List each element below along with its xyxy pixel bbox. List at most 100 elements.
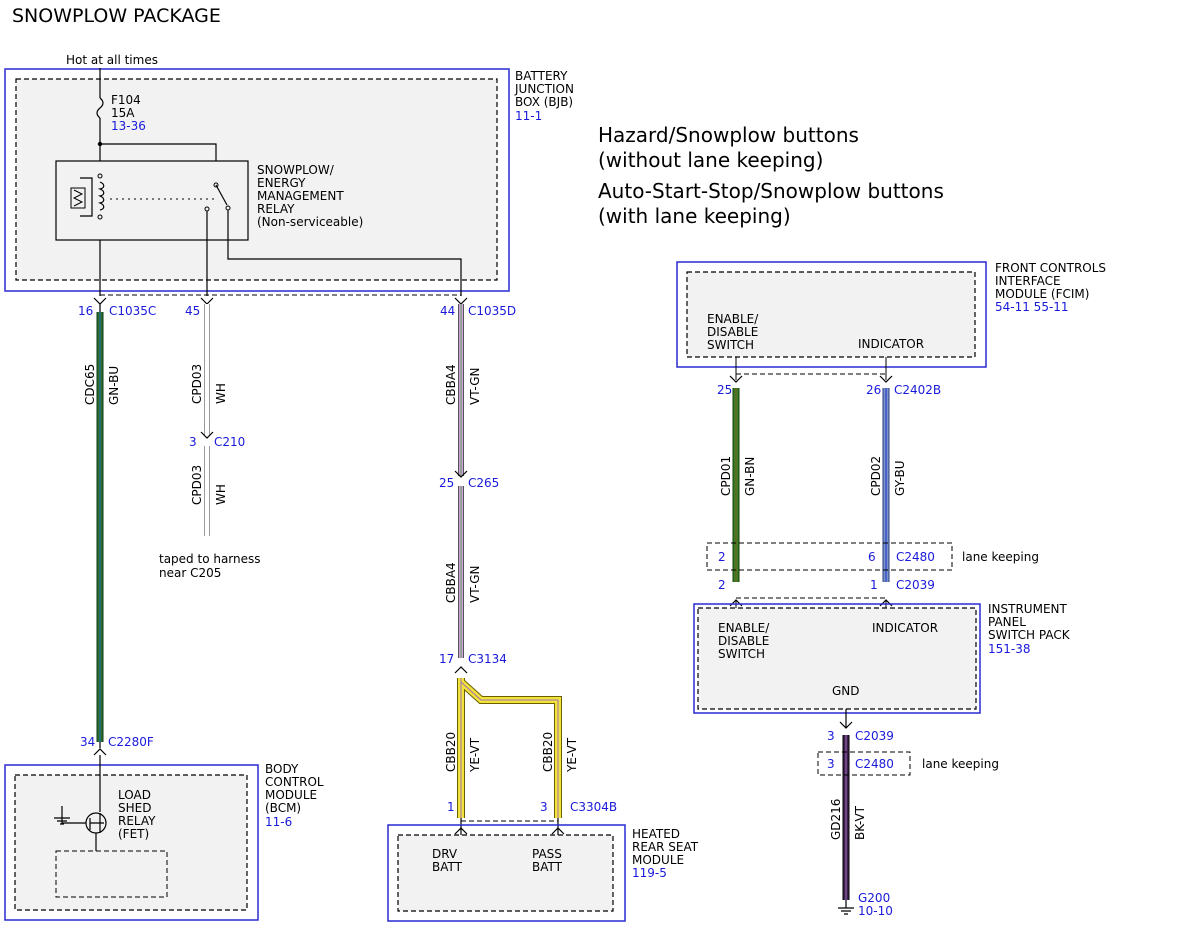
connector-c2039-link[interactable]: C2039 bbox=[896, 578, 935, 592]
relay-resistor-icon bbox=[70, 187, 86, 209]
hrsm-inner bbox=[397, 834, 614, 912]
wire-color: YE-VT bbox=[565, 737, 579, 773]
bcm-name-3: MODULE bbox=[265, 788, 317, 802]
connector-chevron bbox=[839, 721, 853, 729]
pin-number: 44 bbox=[440, 304, 455, 318]
connector-c1035d-link[interactable]: C1035D bbox=[468, 304, 516, 318]
connector-c3134-link[interactable]: C3134 bbox=[468, 652, 507, 666]
pin-number: 6 bbox=[868, 550, 876, 564]
bcm-relay-label-2: SHED bbox=[118, 801, 151, 815]
bcm-outline bbox=[4, 764, 259, 921]
hot-at-all-times-label: Hot at all times bbox=[66, 53, 158, 67]
connector-c2039-link[interactable]: C2039 bbox=[855, 729, 894, 743]
relay-switch-blade bbox=[215, 184, 228, 206]
diagram-title: SNOWPLOW PACKAGE bbox=[12, 5, 221, 27]
ipsp-name-2: PANEL bbox=[988, 615, 1026, 629]
ipsp-pin1-label-a: ENABLE/ bbox=[718, 621, 770, 635]
bjb-name-1: BATTERY bbox=[515, 69, 568, 83]
wire-circuit: CBB20 bbox=[444, 732, 458, 772]
connector-c210-link[interactable]: C210 bbox=[214, 435, 245, 449]
connector-c2280f-link[interactable]: C2280F bbox=[108, 735, 154, 749]
wire-cpd01: 25 CPD01 GN-BN 2 2 bbox=[717, 383, 757, 592]
relay-label-1: SNOWPLOW/ bbox=[257, 163, 335, 177]
hrsm-pin2-label-b: BATT bbox=[532, 860, 563, 874]
ground-icon bbox=[838, 907, 854, 915]
ipsp-name-1: INSTRUMENT bbox=[988, 602, 1067, 616]
connector-c1035c-link[interactable]: C1035C bbox=[109, 304, 156, 318]
front-controls-interface-module: ENABLE/ DISABLE SWITCH INDICATOR FRONT C… bbox=[676, 261, 1106, 368]
wire-cbb20-stripe bbox=[460, 678, 559, 818]
bjb-name-2: JUNCTION bbox=[514, 82, 574, 96]
resistor-zigzag-icon bbox=[72, 189, 84, 207]
bcm-ref-link[interactable]: 11-6 bbox=[265, 815, 292, 829]
relay-coil-icon bbox=[97, 181, 105, 211]
wire-cbba4: 44 C1035D CBBA4 VT-GN 25 C265 CBBA4 VT-G… bbox=[439, 304, 516, 674]
hrsm-ref-link[interactable]: 119-5 bbox=[632, 866, 667, 880]
fcim-pin1-label-c: SWITCH bbox=[707, 338, 754, 352]
pin-number: 25 bbox=[717, 383, 732, 397]
ground-ref-link[interactable]: 10-10 bbox=[858, 904, 893, 918]
wire-color: BK-VT bbox=[853, 805, 867, 840]
fcim-ref-link[interactable]: 54-11 55-11 bbox=[995, 300, 1069, 314]
wire-circuit: GD216 bbox=[829, 799, 843, 840]
lane-keeping-connector-c2480 bbox=[817, 751, 911, 776]
wire-color: GN-BN bbox=[743, 457, 757, 496]
bcm-name-4: (BCM) bbox=[265, 801, 301, 815]
body-control-module: LOAD SHED RELAY (FET) BODY CONTROL MODUL… bbox=[4, 755, 324, 921]
ipsp-ref-link[interactable]: 151-38 bbox=[988, 642, 1031, 656]
wire-circuit: CDC65 bbox=[83, 364, 97, 405]
bjb-ref-link[interactable]: 11-1 bbox=[515, 109, 542, 123]
connector-chevron bbox=[729, 375, 743, 383]
connector-chevron bbox=[93, 748, 107, 756]
ipsp-pin1-label-b: DISABLE bbox=[718, 634, 769, 648]
fcim-pin2-label: INDICATOR bbox=[858, 337, 924, 351]
wire-cdc65: 16 C1035C CDC65 GN-BU 34 C2280F bbox=[78, 304, 156, 756]
wire-cpd03: 45 CPD03 WH 3 C210 CPD03 WH taped to har… bbox=[159, 304, 261, 580]
note-line-1: Hazard/Snowplow buttons bbox=[598, 123, 859, 147]
hrsm-pin1-label-a: DRV bbox=[432, 847, 458, 861]
bcm-relay-label-3: RELAY bbox=[118, 814, 156, 828]
relay-terminal bbox=[97, 173, 103, 179]
fuse-ref-link[interactable]: 13-36 bbox=[111, 119, 146, 133]
relay-box bbox=[55, 160, 249, 241]
wire-color: YE-VT bbox=[468, 737, 482, 773]
wire-circuit: CBBA4 bbox=[444, 364, 458, 405]
fcim-name-1: FRONT CONTROLS bbox=[995, 261, 1106, 275]
ground-g200-link[interactable]: G200 bbox=[858, 891, 890, 905]
lane-keeping-label: lane keeping bbox=[922, 757, 999, 771]
connector-c2402b-link[interactable]: C2402B bbox=[894, 383, 941, 397]
pin-number: 1 bbox=[447, 800, 455, 814]
fcim-inner bbox=[686, 271, 976, 358]
ipsp-pin2-label: INDICATOR bbox=[872, 621, 938, 635]
pin-number: 2 bbox=[718, 578, 726, 592]
hrsm-outline bbox=[387, 824, 626, 922]
ground-icon bbox=[54, 806, 86, 825]
bjb-name-3: BOX (BJB) bbox=[515, 95, 573, 109]
wire-circuit: CPD01 bbox=[719, 456, 733, 496]
fcim-name-2: INTERFACE bbox=[995, 274, 1061, 288]
heated-rear-seat-module: DRV BATT PASS BATT HEATED REAR SEAT MODU… bbox=[387, 824, 699, 922]
pin-number: 3 bbox=[827, 729, 835, 743]
fuse-icon bbox=[96, 97, 104, 119]
connector-c2480-link[interactable]: C2480 bbox=[896, 550, 935, 564]
connector-chevron bbox=[454, 666, 468, 674]
wire-color: GN-BU bbox=[107, 366, 121, 405]
wire-circuit: CPD02 bbox=[869, 456, 883, 496]
connector-c3304b-link[interactable]: C3304B bbox=[570, 800, 617, 814]
taped-note-2: near C205 bbox=[159, 566, 221, 580]
connector-chevron bbox=[454, 470, 468, 478]
connector-chevron bbox=[551, 827, 565, 835]
relay-terminal bbox=[97, 214, 103, 220]
lane-keeping-label: lane keeping bbox=[962, 550, 1039, 564]
bjb-outline bbox=[4, 68, 510, 292]
fcim-outline bbox=[676, 261, 987, 368]
hrsm-name-2: REAR SEAT bbox=[632, 840, 699, 854]
connector-c265-link[interactable]: C265 bbox=[468, 476, 499, 490]
pin-number: 34 bbox=[80, 735, 95, 749]
pin-number: 26 bbox=[866, 383, 881, 397]
note-line-3: Auto-Start-Stop/Snowplow buttons bbox=[598, 179, 944, 203]
connector-c2480-link[interactable]: C2480 bbox=[855, 757, 894, 771]
connector-chevron bbox=[200, 297, 214, 305]
relay-contact bbox=[213, 182, 219, 188]
relay-label-5: (Non-serviceable) bbox=[257, 215, 363, 229]
